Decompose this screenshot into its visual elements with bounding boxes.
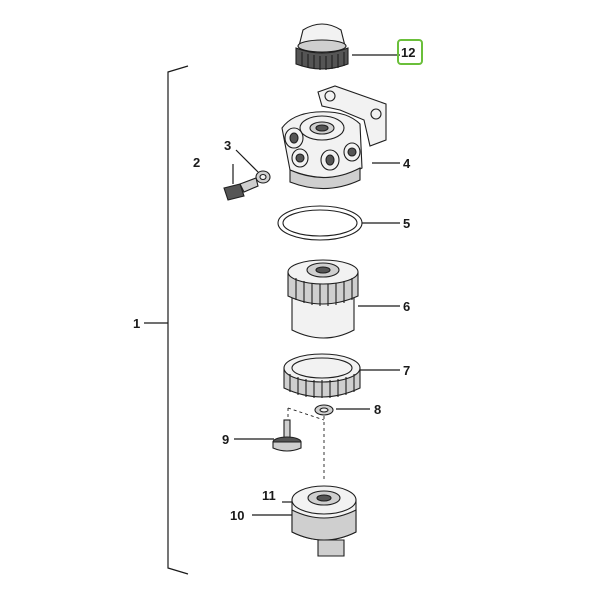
part-4-filter-head[interactable] [281, 85, 387, 190]
part-6-filter-element[interactable] [287, 259, 359, 339]
part-2-bleed-screw[interactable] [223, 177, 259, 201]
assembly-bracket [144, 65, 189, 575]
part-12-cap[interactable] [295, 23, 349, 70]
callout-7[interactable]: 7 [403, 363, 410, 378]
part-10-bowl[interactable] [291, 485, 357, 557]
callout-1[interactable]: 1 [133, 316, 140, 331]
callout-10[interactable]: 10 [230, 508, 244, 523]
part-9-drain-valve[interactable] [272, 419, 302, 452]
part-3-washer[interactable] [255, 170, 271, 184]
callout-8[interactable]: 8 [374, 402, 381, 417]
part-5-o-ring[interactable] [277, 205, 363, 241]
leader-lines [232, 54, 400, 516]
callout-2[interactable]: 2 [193, 155, 200, 170]
part-11-bowl-insert[interactable] [307, 490, 341, 506]
part-8-seal[interactable] [314, 404, 334, 416]
callout-3[interactable]: 3 [224, 138, 231, 153]
part-7-retaining-ring[interactable] [283, 353, 361, 398]
callout-6[interactable]: 6 [403, 299, 410, 314]
callout-12[interactable]: 12 [401, 45, 415, 60]
callout-12-highlight [397, 39, 423, 65]
callout-5[interactable]: 5 [403, 216, 410, 231]
callout-11[interactable]: 11 [262, 488, 276, 503]
callout-9[interactable]: 9 [222, 432, 229, 447]
callout-4[interactable]: 4 [403, 156, 411, 171]
